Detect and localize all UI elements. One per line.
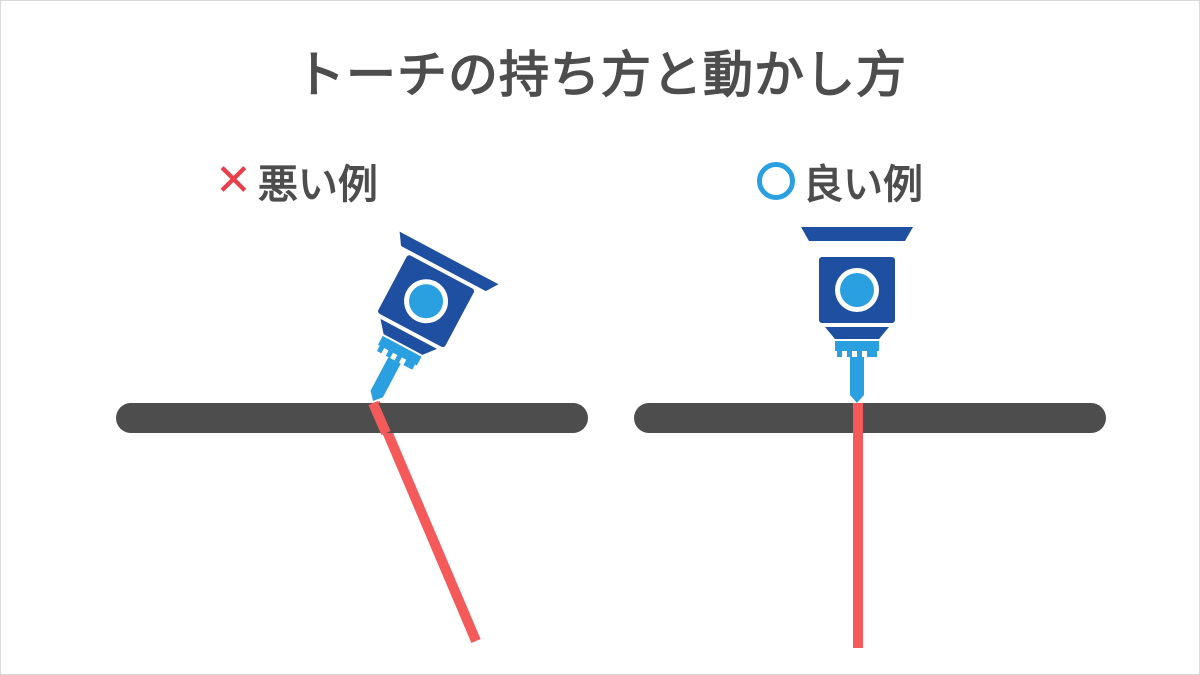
circle-mark-icon: [757, 162, 795, 200]
bad-arc-line-overlay: [368, 401, 391, 435]
bad-example-label: ✕ 悪い例: [215, 153, 378, 209]
torch-icon: [801, 227, 913, 403]
good-example-diagram: [634, 227, 1106, 648]
bad-example-diagram: [116, 231, 588, 643]
good-example-text: 良い例: [803, 162, 923, 208]
bad-arc-line: [370, 401, 481, 643]
bad-example-text: 悪い例: [257, 162, 378, 208]
good-example-label: 良い例: [757, 153, 923, 209]
page-title: トーチの持ち方と動かし方: [295, 46, 907, 104]
cross-mark-icon: ✕: [215, 155, 252, 206]
torch-icon: [370, 231, 499, 401]
